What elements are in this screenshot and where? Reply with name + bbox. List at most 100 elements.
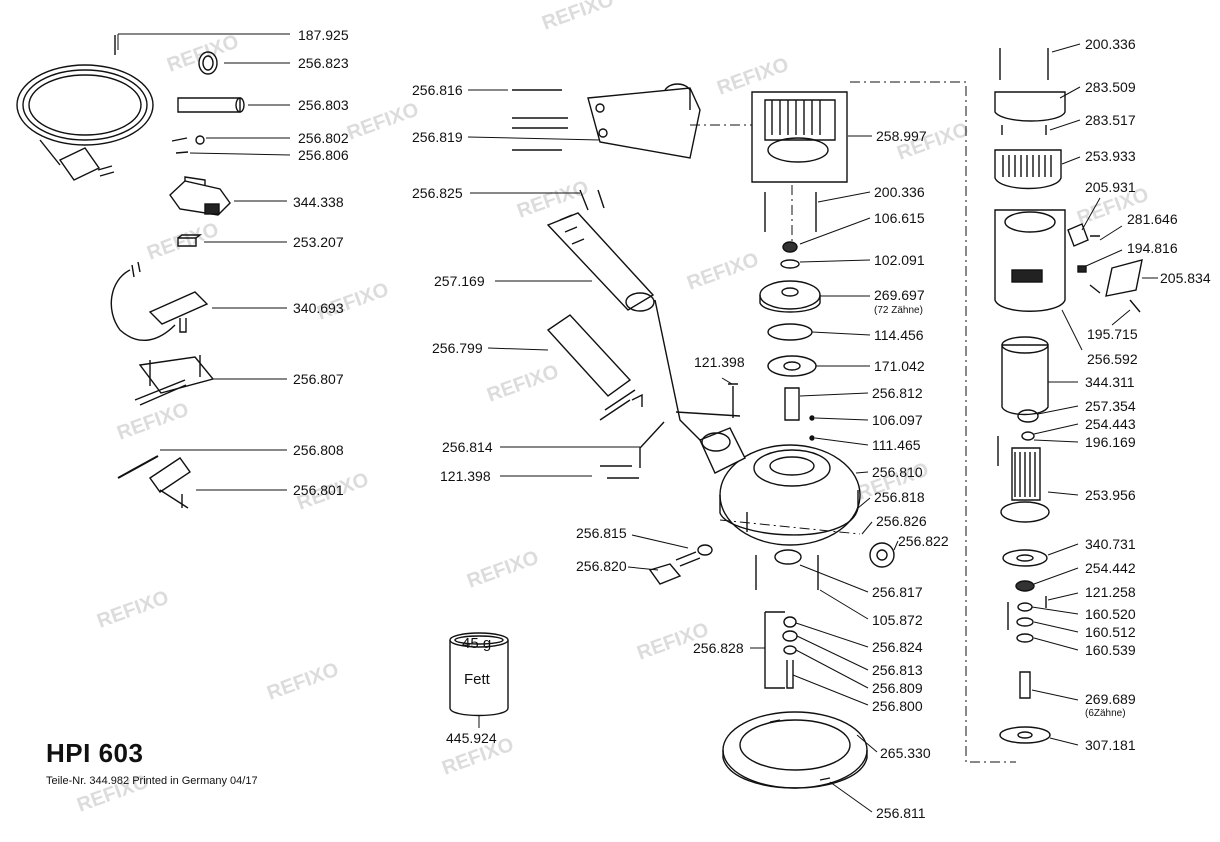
part-label: 256.815 (576, 525, 627, 541)
right-parts (994, 48, 1143, 744)
part-label: 256.818 (874, 489, 925, 505)
motor-housing (994, 209, 1066, 312)
part-label: 256.592 (1087, 351, 1138, 367)
teeth-note: (6Zähne) (1085, 708, 1126, 719)
part-label: 187.925 (298, 27, 349, 43)
part-label: 257.169 (434, 273, 485, 289)
part-label: 114.456 (874, 327, 924, 343)
teeth-note: (72 Zähne) (874, 305, 923, 316)
part-label: 200.336 (1085, 36, 1136, 52)
part-label: 256.799 (432, 340, 483, 356)
brush-ring (722, 711, 868, 789)
fan-cover (994, 149, 1062, 190)
part-label: 256.816 (412, 82, 463, 98)
grease-part-label: 445.924 (446, 730, 497, 746)
watermark: REFIXO (94, 587, 171, 633)
power-cable (16, 35, 154, 181)
o-ring-part (198, 51, 218, 75)
watermark: REFIXO (464, 547, 541, 593)
part-label: 121.398 (694, 354, 745, 370)
left-parts (16, 35, 245, 509)
part-label: 253.956 (1085, 487, 1136, 503)
center-leaders (467, 89, 899, 813)
gear-housing (751, 91, 848, 183)
watermark: REFIXO (264, 659, 341, 705)
part-label: 256.808 (293, 442, 344, 458)
center-parts (512, 83, 895, 789)
tool-bracket (134, 355, 215, 406)
part-label: 171.042 (874, 358, 925, 374)
part-label: 340.731 (1085, 536, 1136, 552)
auxiliary-grip (546, 314, 643, 421)
part-label: 256.811 (876, 805, 926, 821)
watermark: REFIXO (539, 0, 616, 35)
part-labels: 187.925 256.823 256.803 256.802 256.806 … (293, 27, 1211, 821)
dust-hose (546, 212, 711, 451)
part-label: 160.520 (1085, 606, 1136, 622)
part-label: 281.646 (1127, 211, 1178, 227)
watermark: REFIXO (484, 361, 561, 407)
part-label: 256.814 (442, 439, 493, 455)
stator (1001, 336, 1049, 416)
part-label: 253.207 (293, 234, 344, 250)
part-label: 256.800 (872, 698, 923, 714)
electronics-part (110, 261, 209, 341)
part-label: 253.933 (1085, 148, 1136, 164)
part-label: 194.816 (1127, 240, 1178, 256)
part-label: 256.822 (898, 533, 949, 549)
part-label: 105.872 (872, 612, 923, 628)
part-label: 283.509 (1085, 79, 1136, 95)
part-label: 121.258 (1085, 584, 1136, 600)
part-label: 121.398 (440, 468, 491, 484)
part-label: 102.091 (874, 252, 925, 268)
part-label: 256.817 (872, 584, 923, 600)
part-label: 106.615 (874, 210, 925, 226)
part-label: 256.801 (293, 482, 344, 498)
locking-knob (648, 544, 713, 585)
part-label: 256.812 (872, 385, 923, 401)
part-label: 160.512 (1085, 624, 1136, 640)
part-label: 195.715 (1087, 326, 1138, 342)
page-title: HPI 603 (46, 738, 144, 768)
part-label: 283.517 (1085, 112, 1136, 128)
part-label: 256.826 (876, 513, 927, 529)
part-label: 256.820 (576, 558, 627, 574)
part-label: 340.693 (293, 300, 344, 316)
part-label: 256.823 (298, 55, 349, 71)
side-handle-bracket (587, 83, 701, 159)
watermark: REFIXO (114, 399, 191, 445)
part-label: 205.834 (1160, 270, 1211, 286)
part-label: 256.803 (298, 97, 349, 113)
dust-hood (699, 427, 861, 546)
right-leaders (1031, 43, 1158, 746)
part-label: 307.181 (1085, 737, 1136, 753)
part-label: 258.997 (876, 128, 927, 144)
part-label: 257.354 (1085, 398, 1136, 414)
part-label: 256.809 (872, 680, 923, 696)
part-label: 256.810 (872, 464, 923, 480)
part-label: 344.311 (1085, 374, 1135, 390)
part-label: 254.442 (1085, 560, 1136, 576)
part-label: 254.443 (1085, 416, 1136, 432)
grease-can (449, 632, 509, 728)
part-label: 269.689 (1085, 691, 1136, 707)
part-label: 256.813 (872, 662, 923, 678)
part-label: 256.807 (293, 371, 344, 387)
part-label: 344.338 (293, 194, 344, 210)
part-label: 256.802 (298, 130, 349, 146)
capacitor-part (177, 234, 203, 247)
grease-amount: 45 g (462, 635, 491, 652)
part-label: 265.330 (880, 745, 931, 761)
switch-part (169, 176, 231, 216)
crown-gear (759, 280, 821, 313)
grease-label: Fett (464, 671, 491, 688)
part-label: 196.169 (1085, 434, 1136, 450)
part-label: 200.336 (874, 184, 925, 200)
part-label: 106.097 (872, 412, 923, 428)
part-label: 256.828 (693, 640, 744, 656)
spanner-key (149, 457, 191, 509)
assembly-lines (690, 81, 1016, 763)
cable-sleeve (177, 97, 245, 113)
